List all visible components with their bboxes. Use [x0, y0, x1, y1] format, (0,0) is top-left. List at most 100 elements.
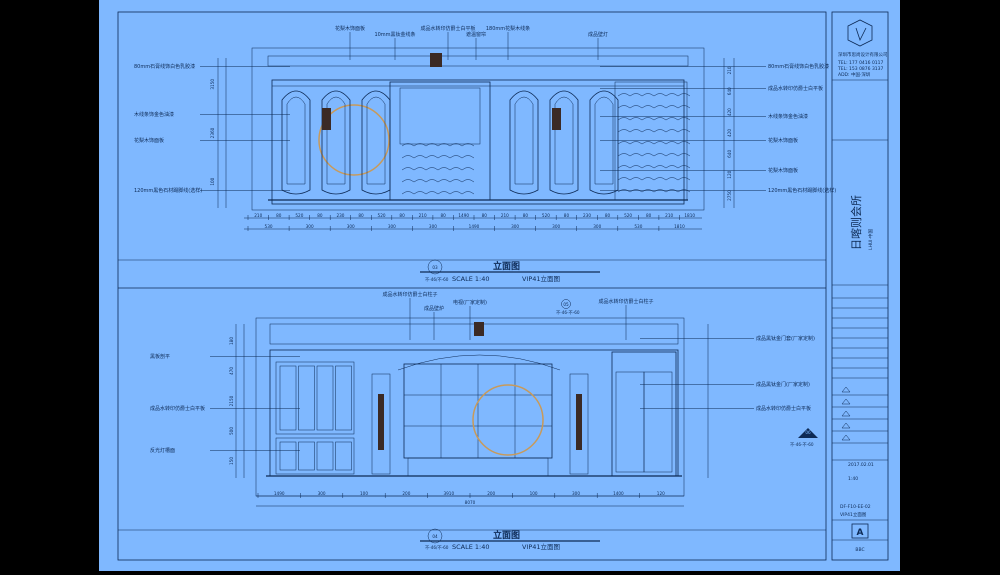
lower-name: VIP41立面图 [522, 542, 560, 551]
cabinet-drawer [316, 441, 334, 471]
upper-dim-right: 2750 [727, 190, 732, 201]
revision-triangle-icon [841, 410, 851, 417]
upper-name: VIP41立面图 [522, 274, 560, 283]
company-phone-2: TEL: 153 0876 3137 [837, 66, 884, 72]
upper-top-label: 成品壁灯 [588, 31, 608, 38]
lower-scale: SCALE 1:40 [452, 543, 490, 551]
upper-cornice [267, 55, 689, 67]
arched-panel-inner [514, 96, 534, 185]
tb-sheet-code: DF-F10-EE-02 [840, 504, 871, 510]
lower-total-dim: 8070 [465, 500, 476, 505]
upper-right-label: 成品水转印仿爵士白平板 [768, 85, 823, 92]
upper-dim-2: 300 [306, 224, 314, 229]
arched-panel [549, 90, 579, 195]
upper-dim-1: 80 [482, 213, 488, 218]
column-left [371, 373, 391, 475]
lower-right-label: 成品水转印仿爵士白平板 [756, 405, 811, 412]
upper-dim-1: 230 [336, 213, 344, 218]
marble-wave [617, 105, 691, 109]
revision-triangle-icon [841, 386, 851, 393]
upper-dim-right: 420 [727, 129, 732, 137]
callout-06-number: 06 [805, 430, 811, 435]
arched-panel-inner [594, 96, 614, 185]
upper-right-label: 120mm黑色石材踢脚线(选样) [768, 187, 836, 194]
upper-dim-1: 520 [542, 213, 550, 218]
marble-wave [617, 189, 691, 193]
upper-dim-2: 1490 [469, 224, 480, 229]
upper-dim-right: 640 [727, 87, 732, 95]
lower-left-label: 成品水转印仿爵士白平板 [150, 405, 205, 412]
upper-right-label: 花梨木饰面板 [768, 137, 798, 144]
left-cabinet-base [275, 437, 355, 475]
upper-dim-1: 80 [523, 213, 529, 218]
lower-dim-1: 300 [318, 491, 326, 496]
upper-dim-left: 2360 [210, 127, 215, 138]
lower-dim-left: 150 [229, 457, 234, 465]
lower-drawing-number: 04 [432, 534, 438, 539]
callout-05-ref: 不-46-不-60 [556, 310, 580, 316]
arched-panel-inner [554, 96, 574, 185]
revision-triangle-icon [841, 422, 851, 429]
upper-dim-1: 520 [624, 213, 632, 218]
tb-scale: 1:40 [848, 476, 858, 482]
upper-dim-1: 230 [583, 213, 591, 218]
column-left-inlay [378, 394, 384, 450]
title-block: 深圳市思尚设计有限公司 TEL: 177 0416 0117 TEL: 153 … [831, 11, 889, 561]
upper-scale: SCALE 1:40 [452, 275, 490, 283]
upper-dim-left: 100 [210, 177, 215, 185]
marble-wave [401, 155, 475, 159]
lower-dim-1: 100 [360, 491, 368, 496]
tb-date: 2017.02.01 [848, 462, 874, 468]
ceiling-vent-upper [430, 53, 442, 67]
upper-drawing-bubble [427, 259, 443, 275]
upper-dim-1: 520 [295, 213, 303, 218]
lower-dim-1: 1490 [274, 491, 285, 496]
upper-dim-1: 1810 [684, 213, 695, 218]
column-right [569, 373, 589, 475]
upper-dim-right: 210 [727, 66, 732, 74]
cabinet-door [316, 365, 334, 431]
marble-wave [617, 141, 691, 145]
marble-wave [617, 117, 691, 121]
sheet-border [117, 11, 827, 561]
project-name: 日喀则会所 [850, 195, 863, 250]
column-right-inlay [576, 394, 582, 450]
lower-dim-1: 1400 [613, 491, 624, 496]
cabinet-door [279, 365, 297, 431]
upper-dim-right: 640 [727, 150, 732, 158]
upper-dim-right: 120 [727, 170, 732, 178]
cabinet-door [335, 365, 352, 431]
upper-dim-1: 80 [441, 213, 447, 218]
marble-wave [617, 153, 691, 157]
upper-drawing-ref: 不-46/不-60 [425, 277, 449, 283]
company-logo [847, 19, 873, 47]
upper-left-label: 120mm黑色石材踢脚线(选样) [134, 187, 202, 194]
lower-left-label: 黑板剖平 [150, 353, 170, 360]
upper-right-label: 木线条饰金色油漆 [768, 113, 808, 120]
arched-panel [321, 90, 351, 195]
upper-dim-right: 420 [727, 108, 732, 116]
company-address: ADD: 中国·深圳 [838, 71, 871, 78]
marble-wave [617, 129, 691, 133]
upper-top-label: 遮温窗帘 [466, 31, 486, 38]
upper-dim-1: 1490 [458, 213, 469, 218]
callout-05-number: 05 [563, 302, 569, 307]
cabinet-door [298, 365, 315, 431]
arch-detail [397, 354, 561, 371]
upper-dim-1: 210 [501, 213, 509, 218]
project-subtitle: LHUI·中国 [867, 229, 874, 250]
upper-wall [271, 79, 685, 205]
door-frame [611, 351, 677, 477]
revision-triangle-icon [841, 434, 851, 441]
marble-wave [401, 191, 475, 195]
upper-dim-1: 80 [317, 213, 323, 218]
arched-panel-inner [366, 96, 386, 185]
lower-dim-1: 300 [572, 491, 580, 496]
upper-top-label: 花梨木饰面板 [335, 25, 365, 32]
lower-top-label: 成品壁炉 [424, 305, 444, 312]
upper-right-label: 80mm石膏线饰白色乳胶漆 [768, 63, 829, 70]
upper-dim-2: 300 [552, 224, 560, 229]
